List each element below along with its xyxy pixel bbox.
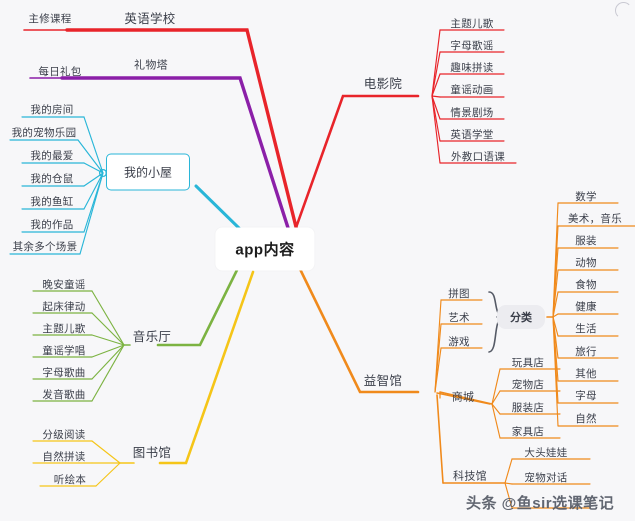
leaf-node[interactable]: 童谣学唱 [42,344,86,357]
leaf-node[interactable]: 主题儿歌 [450,17,494,30]
branch-node-mall[interactable]: 商城 [451,391,475,404]
leaf-node[interactable]: 自然 [575,412,597,425]
leaf-node[interactable]: 外教口语课 [451,150,505,163]
leaf-node[interactable]: 美术，音乐 [568,212,622,225]
partial-circle-icon [615,2,632,19]
leaf-node[interactable]: 宠物店 [511,378,545,391]
leaf-node[interactable]: 服装店 [511,401,545,414]
leaf-node[interactable]: 我的仓鼠 [30,172,74,185]
leaf-node[interactable]: 起床律动 [42,300,86,313]
leaf-node[interactable]: 每日礼包 [38,65,82,78]
leaf-node[interactable]: 服装 [575,234,597,247]
leaf-node[interactable]: 发音歌曲 [42,388,86,401]
leaf-node[interactable]: 童谣动画 [450,83,494,96]
leaf-node[interactable]: 健康 [575,300,597,313]
branch-node-puzzle-hall[interactable]: 益智馆 [363,373,403,388]
branch-node-music-hall[interactable]: 音乐厅 [132,329,172,344]
leaf-node[interactable]: 字母 [575,389,597,402]
leaf-node[interactable]: 分级阅读 [42,428,86,441]
leaf-node[interactable]: 其余多个场景 [12,240,78,253]
leaf-node[interactable]: 我的鱼缸 [30,195,74,208]
branch-node-cinema[interactable]: 电影院 [363,76,403,91]
leaf-node[interactable]: 游戏 [448,335,470,348]
leaf-node[interactable]: 主修课程 [28,12,72,25]
leaf-node[interactable]: 趣味拼读 [450,61,494,74]
branch-node-library[interactable]: 图书馆 [132,445,172,460]
leaf-node[interactable]: 我的最爱 [30,149,74,162]
leaf-node[interactable]: 字母歌曲 [42,366,86,379]
watermark: 头条 @鱼sir选课笔记 [466,495,615,512]
leaf-node[interactable]: 其他 [575,367,597,380]
leaf-node[interactable]: 家具店 [511,425,545,438]
leaf-node[interactable]: 生活 [575,322,597,335]
root-node[interactable]: app内容 [215,227,315,271]
branch-node-gift-tower[interactable]: 礼物塔 [134,59,168,72]
leaf-node[interactable]: 我的宠物乐园 [11,126,77,139]
branch-node-science-hall[interactable]: 科技馆 [453,470,487,483]
leaf-node[interactable]: 我的房间 [30,103,74,116]
leaf-node[interactable]: 大头娃娃 [524,446,568,459]
leaf-node[interactable]: 情景剧场 [450,106,494,119]
leaf-node[interactable]: 自然拼读 [42,450,86,463]
leaf-node[interactable]: 宠物对话 [524,471,568,484]
leaf-node[interactable]: 拼图 [448,287,470,300]
leaf-node[interactable]: 数学 [575,190,597,203]
leaf-node[interactable]: 旅行 [575,345,597,358]
leaf-node[interactable]: 主题儿歌 [42,322,86,335]
leaf-node[interactable]: 动物 [575,256,597,269]
branch-node-category[interactable]: 分类 [497,305,545,329]
branch-node-english-school[interactable]: 英语学校 [124,11,176,26]
leaf-node[interactable]: 玩具店 [511,356,545,369]
leaf-node[interactable]: 晚安童谣 [42,278,86,291]
branch-node-my-house[interactable]: 我的小屋 [105,153,191,191]
leaf-node[interactable]: 听绘本 [53,473,87,486]
leaf-node[interactable]: 食物 [575,278,597,291]
leaf-node[interactable]: 我的作品 [30,218,74,231]
leaf-node[interactable]: 英语学堂 [450,128,494,141]
leaf-node[interactable]: 字母歌谣 [450,39,494,52]
leaf-node[interactable]: 艺术 [448,311,470,324]
